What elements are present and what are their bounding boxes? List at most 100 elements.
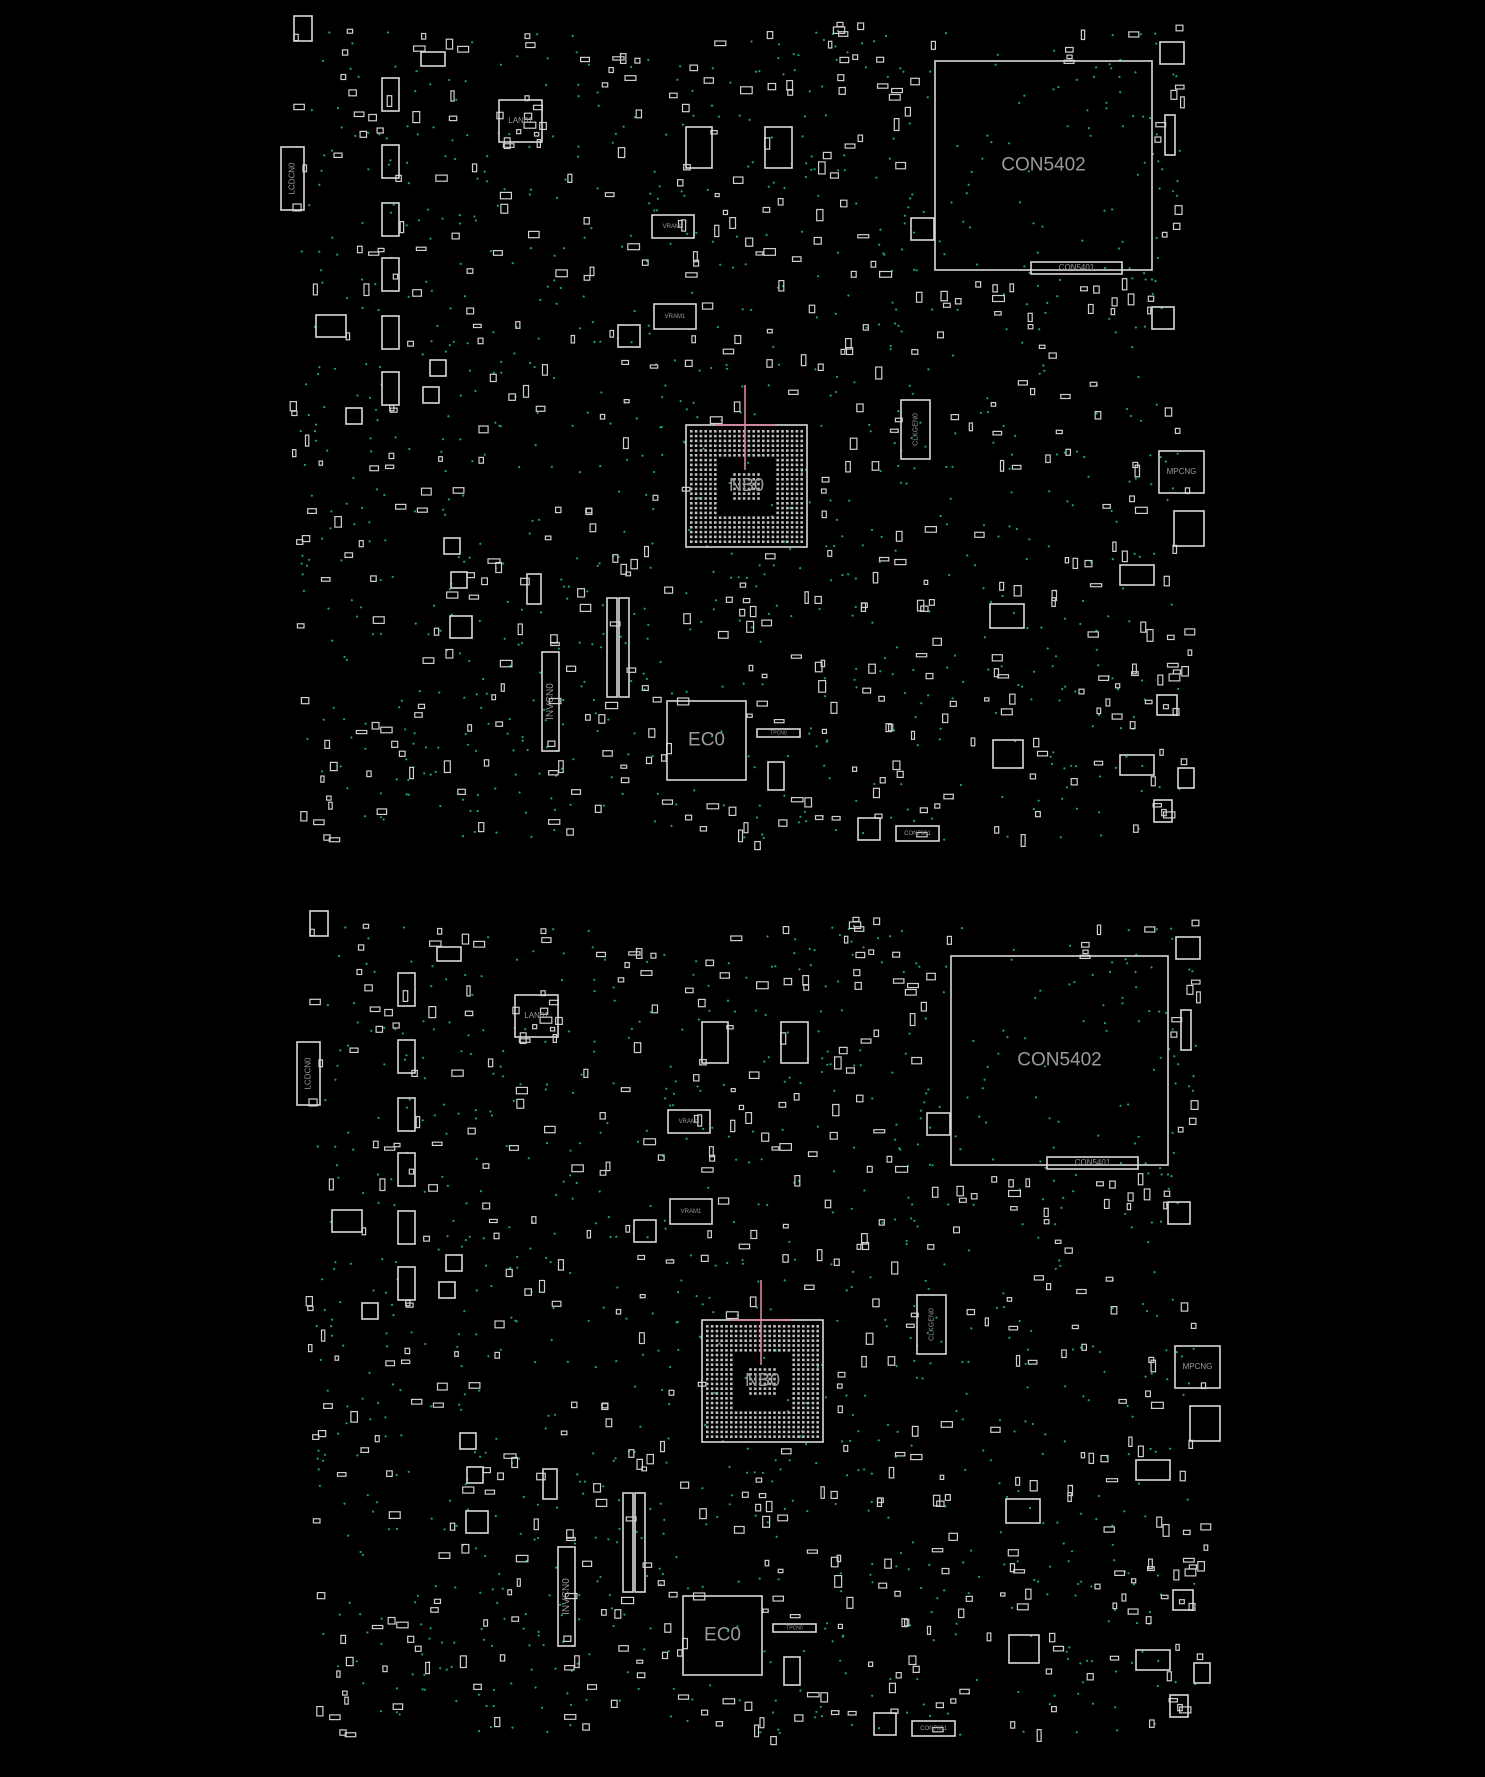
- smd-pad[interactable]: [1045, 454, 1051, 464]
- smd-pad[interactable]: [558, 760, 564, 774]
- smd-pad[interactable]: [583, 1068, 589, 1079]
- component-footprint[interactable]: [397, 1097, 416, 1132]
- component-vram2[interactable]: VRAM2: [667, 1109, 711, 1134]
- smd-pad[interactable]: [487, 1058, 494, 1068]
- smd-pad[interactable]: [339, 1729, 347, 1736]
- component-ec0[interactable]: EC0: [682, 1595, 763, 1676]
- smd-pad[interactable]: [380, 726, 393, 734]
- smd-pad[interactable]: [793, 1093, 800, 1101]
- smd-pad[interactable]: [908, 1655, 917, 1666]
- smd-pad[interactable]: [388, 1511, 401, 1519]
- smd-pad[interactable]: [1060, 393, 1071, 400]
- smd-pad[interactable]: [1177, 1126, 1184, 1133]
- component-vram2[interactable]: VRAM2: [651, 214, 695, 239]
- smd-pad[interactable]: [1172, 222, 1181, 231]
- smd-pad[interactable]: [689, 64, 699, 72]
- smd-pad[interactable]: [402, 990, 409, 1002]
- smd-pad[interactable]: [872, 571, 879, 584]
- smd-pad[interactable]: [376, 808, 388, 816]
- smd-pad[interactable]: [926, 972, 936, 981]
- smd-pad[interactable]: [328, 801, 333, 810]
- smd-pad[interactable]: [649, 364, 659, 369]
- component-invcn0[interactable]: INVCN0: [541, 651, 560, 752]
- smd-pad[interactable]: [478, 456, 485, 464]
- smd-pad[interactable]: [722, 1698, 736, 1705]
- smd-pad[interactable]: [1079, 286, 1088, 292]
- smd-pad[interactable]: [516, 1578, 521, 1587]
- smd-pad[interactable]: [766, 359, 773, 368]
- smd-pad[interactable]: [748, 1071, 760, 1080]
- smd-pad[interactable]: [1036, 750, 1049, 757]
- smd-pad[interactable]: [827, 40, 833, 49]
- smd-pad[interactable]: [659, 1440, 665, 1453]
- smd-pad[interactable]: [940, 290, 948, 302]
- smd-pad[interactable]: [630, 558, 639, 570]
- smd-pad[interactable]: [642, 1562, 653, 1568]
- smd-pad[interactable]: [761, 619, 773, 627]
- smd-pad[interactable]: [436, 1382, 448, 1391]
- component-footprint[interactable]: [331, 1209, 363, 1233]
- smd-pad[interactable]: [516, 129, 522, 135]
- smd-pad[interactable]: [304, 434, 310, 447]
- smd-pad[interactable]: [830, 1490, 838, 1500]
- smd-pad[interactable]: [1015, 1354, 1021, 1367]
- smd-pad[interactable]: [834, 1574, 843, 1588]
- smd-pad[interactable]: [414, 712, 423, 718]
- smd-pad[interactable]: [399, 221, 405, 234]
- smd-pad[interactable]: [966, 1309, 976, 1316]
- smd-pad[interactable]: [1032, 737, 1040, 748]
- smd-pad[interactable]: [1007, 1189, 1021, 1198]
- smd-pad[interactable]: [894, 1451, 906, 1457]
- smd-pad[interactable]: [857, 234, 870, 239]
- smd-pad[interactable]: [451, 1069, 464, 1077]
- smd-pad[interactable]: [709, 1154, 716, 1162]
- smd-pad[interactable]: [657, 1580, 665, 1587]
- smd-pad[interactable]: [517, 623, 523, 636]
- smd-pad[interactable]: [710, 130, 718, 135]
- component-footprint[interactable]: [767, 761, 785, 791]
- smd-pad[interactable]: [318, 460, 324, 466]
- smd-pad[interactable]: [461, 933, 470, 945]
- component-footprint[interactable]: [634, 1492, 646, 1593]
- smd-pad[interactable]: [837, 74, 845, 82]
- smd-pad[interactable]: [423, 1235, 431, 1242]
- smd-pad[interactable]: [1130, 671, 1139, 677]
- smd-pad[interactable]: [543, 1125, 556, 1134]
- smd-pad[interactable]: [1007, 1549, 1019, 1557]
- smd-pad[interactable]: [868, 949, 875, 956]
- smd-pad[interactable]: [648, 728, 656, 738]
- smd-pad[interactable]: [1052, 1645, 1065, 1652]
- smd-pad[interactable]: [808, 304, 816, 314]
- smd-pad[interactable]: [1050, 1705, 1057, 1713]
- smd-pad[interactable]: [638, 1332, 645, 1345]
- smd-pad[interactable]: [1111, 713, 1123, 720]
- smd-pad[interactable]: [401, 1359, 411, 1365]
- smd-pad[interactable]: [903, 1618, 910, 1627]
- smd-pad[interactable]: [1161, 231, 1168, 238]
- smd-pad[interactable]: [1174, 84, 1185, 90]
- smd-pad[interactable]: [755, 981, 769, 990]
- smd-pad[interactable]: [894, 558, 907, 566]
- smd-pad[interactable]: [622, 437, 629, 450]
- smd-pad[interactable]: [1129, 721, 1136, 730]
- smd-pad[interactable]: [790, 654, 803, 659]
- smd-pad[interactable]: [816, 208, 824, 222]
- smd-pad[interactable]: [541, 937, 552, 944]
- smd-pad[interactable]: [891, 1261, 899, 1275]
- smd-pad[interactable]: [538, 1279, 546, 1293]
- smd-pad[interactable]: [1147, 306, 1152, 315]
- smd-pad[interactable]: [857, 134, 864, 143]
- smd-pad[interactable]: [1006, 1297, 1013, 1302]
- smd-pad[interactable]: [986, 1632, 992, 1642]
- smd-pad[interactable]: [923, 579, 929, 585]
- smd-pad[interactable]: [991, 294, 1005, 303]
- smd-pad[interactable]: [887, 1356, 896, 1366]
- smd-pad[interactable]: [643, 545, 649, 558]
- smd-pad[interactable]: [719, 972, 731, 979]
- smd-pad[interactable]: [1017, 380, 1029, 386]
- smd-pad[interactable]: [409, 766, 415, 780]
- component-lcdcn0[interactable]: LCDCN0: [296, 1041, 321, 1106]
- component-vram1[interactable]: VRAM1: [669, 1198, 713, 1225]
- smd-pad[interactable]: [527, 230, 540, 239]
- smd-pad[interactable]: [845, 1067, 856, 1074]
